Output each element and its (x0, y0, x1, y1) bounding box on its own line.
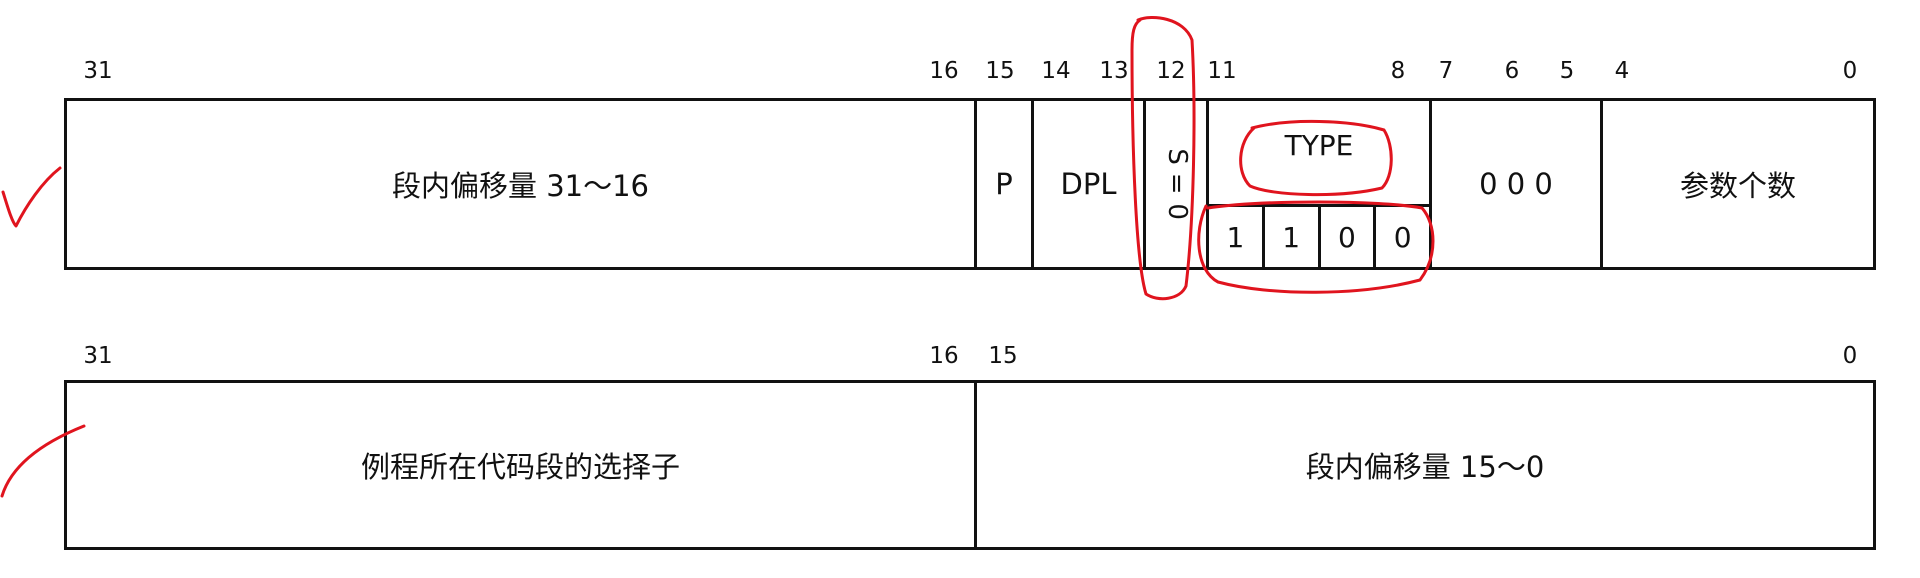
bit-label-7: 7 (1438, 58, 1454, 84)
type-bit-10: 1 (1261, 207, 1318, 267)
bit-label-16-row2: 16 (929, 343, 959, 369)
bit-label-0-row2: 0 (1842, 343, 1858, 369)
type-bit-8: 0 (1373, 207, 1429, 267)
reserved-zeros-field: 0 0 0 (1429, 101, 1600, 267)
param-count-field: 参数个数 (1600, 101, 1873, 267)
bit-label-6: 6 (1504, 58, 1520, 84)
bit-label-16: 16 (929, 58, 959, 84)
s-field-value: 0 (1161, 203, 1192, 220)
type-field: TYPE 1 1 0 0 (1206, 101, 1429, 267)
gate-descriptor-high-dword: 段内偏移量 31～16 P DPL S = 0 TYPE 1 1 0 0 0 0… (64, 98, 1876, 270)
bit-label-0: 0 (1842, 58, 1858, 84)
selector-field: 例程所在代码段的选择子 (360, 450, 680, 484)
type-label: TYPE (1284, 129, 1354, 162)
s-field-letter: S (1161, 148, 1192, 165)
gate-descriptor-low-dword: 例程所在代码段的选择子 段内偏移量 15～0 (64, 380, 1876, 550)
dpl-field: DPL (1031, 101, 1143, 267)
bit-label-13: 13 (1099, 58, 1129, 84)
s-field-equals: = (1161, 173, 1192, 195)
bit-label-5: 5 (1559, 58, 1575, 84)
offset-low-field: 段内偏移量 15～0 (974, 383, 1873, 547)
bit-label-15: 15 (985, 58, 1015, 84)
type-bit-9: 0 (1317, 207, 1374, 267)
bit-label-31-row2: 31 (83, 343, 113, 369)
p-field: P (974, 101, 1031, 267)
type-bits: 1 1 0 0 (1209, 204, 1429, 267)
bit-label-8: 8 (1390, 58, 1406, 84)
checkmark-row1 (1, 166, 62, 228)
bit-label-31: 31 (83, 58, 113, 84)
bit-label-14: 14 (1041, 58, 1071, 84)
bit-label-11: 11 (1207, 58, 1237, 84)
bit-label-12: 12 (1156, 58, 1186, 84)
bit-label-15-row2: 15 (988, 343, 1018, 369)
bit-label-4: 4 (1614, 58, 1630, 84)
type-bit-11: 1 (1226, 220, 1245, 254)
offset-high-field: 段内偏移量 31～16 (391, 169, 650, 203)
s-field: S = 0 (1143, 101, 1206, 267)
